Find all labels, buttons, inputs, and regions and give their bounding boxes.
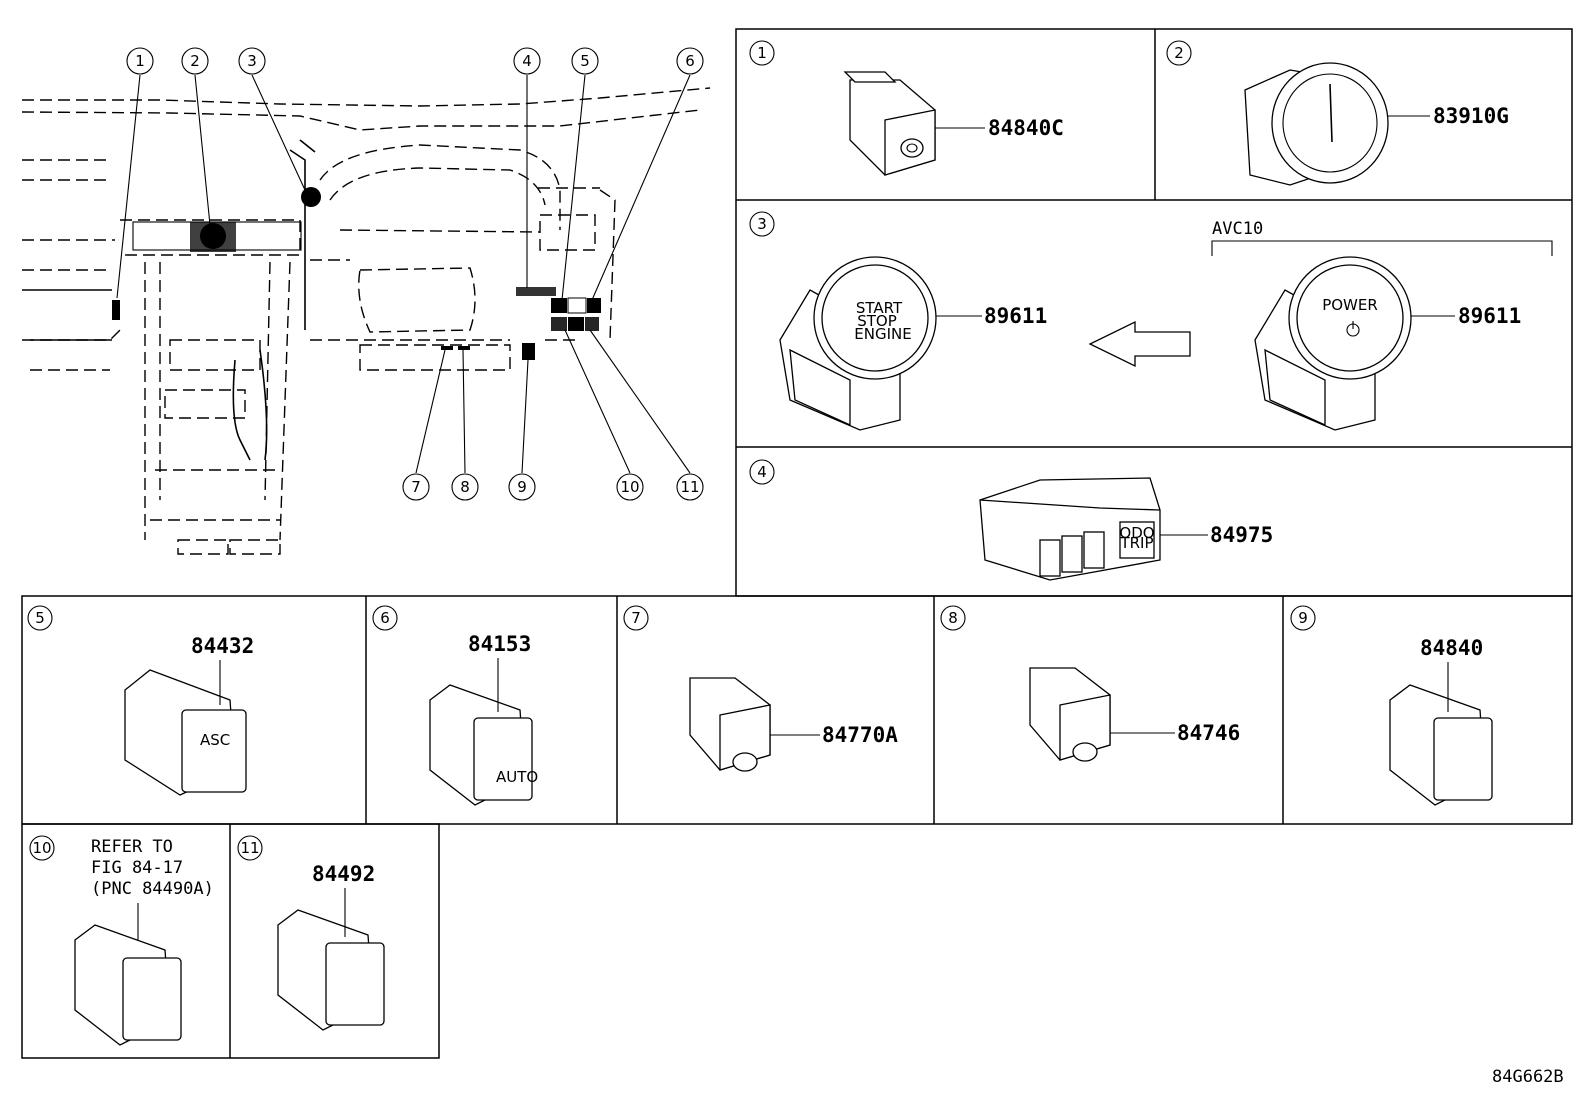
- svg-text:4: 4: [522, 52, 532, 70]
- cell-number-5: 5: [27, 605, 53, 631]
- svg-text:9: 9: [1298, 609, 1308, 627]
- part-89611-start-stop: START STOP ENGINE 89611: [779, 256, 1047, 431]
- svg-text:9: 9: [517, 478, 527, 496]
- part-84746: 84746: [1029, 667, 1240, 762]
- cell-number-11: 11: [237, 835, 263, 861]
- svg-text:(PNC 84490A): (PNC 84490A): [91, 879, 214, 899]
- callout-6: 6: [676, 47, 704, 75]
- part-84975: ODO TRIP 84975: [979, 477, 1273, 581]
- cell-number-4: 4: [749, 459, 775, 485]
- cell-number-6: 6: [372, 605, 398, 631]
- pnc-84153: 84153: [468, 632, 531, 656]
- dashboard-overview: [21, 87, 711, 555]
- svg-text:STOP: STOP: [857, 312, 897, 330]
- svg-text:5: 5: [35, 609, 45, 627]
- svg-text:6: 6: [380, 609, 390, 627]
- cell-number-2: 2: [1166, 40, 1192, 66]
- svg-text:7: 7: [411, 478, 421, 496]
- part-84840: 84840: [1389, 636, 1493, 806]
- svg-text:POWER: POWER: [1322, 296, 1378, 314]
- dashboard-markers: [112, 187, 601, 360]
- part-84432: ASC 84432: [124, 634, 254, 796]
- svg-text:6: 6: [685, 52, 695, 70]
- cell-number-1: 1: [749, 40, 775, 66]
- svg-text:4: 4: [757, 463, 767, 481]
- svg-text:5: 5: [580, 52, 590, 70]
- svg-text:AVC10: AVC10: [1212, 219, 1263, 239]
- pnc-84746: 84746: [1177, 721, 1240, 745]
- svg-text:1: 1: [757, 44, 767, 62]
- callout-leaders: [116, 74, 691, 474]
- callout-7: 7: [402, 473, 430, 501]
- callout-1: 1: [126, 47, 154, 75]
- cell-number-7: 7: [623, 605, 649, 631]
- svg-text:11: 11: [240, 839, 259, 857]
- svg-text:ODO: ODO: [1119, 524, 1154, 542]
- part-84490a-note: REFER TO FIG 84-17 (PNC 84490A): [74, 837, 214, 1046]
- svg-text:ASC: ASC: [200, 731, 230, 749]
- svg-text:START: START: [856, 299, 903, 317]
- pnc-84840: 84840: [1420, 636, 1483, 660]
- pnc-89611-left: 89611: [984, 304, 1047, 328]
- cell-number-circles: 1 2 3 4 5 6 7 8 9 10 11: [27, 40, 1316, 861]
- pnc-84975: 84975: [1210, 523, 1273, 547]
- part-84840c: 84840C: [843, 71, 1064, 176]
- callout-8: 8: [451, 473, 479, 501]
- part-89611-power: POWER 89611: [1254, 256, 1521, 431]
- svg-text:AUTO: AUTO: [496, 768, 538, 786]
- svg-text:11: 11: [680, 478, 699, 496]
- pnc-84840c: 84840C: [988, 116, 1064, 140]
- part-84153: AUTO 84153: [429, 632, 538, 806]
- svg-text:FIG 84-17: FIG 84-17: [91, 858, 183, 878]
- part-83910g: 83910G: [1244, 62, 1509, 186]
- pnc-83910g: 83910G: [1433, 104, 1509, 128]
- svg-text:REFER TO: REFER TO: [91, 837, 173, 857]
- svg-text:8: 8: [948, 609, 958, 627]
- svg-text:TRIP: TRIP: [1119, 534, 1153, 552]
- callout-10: 10: [616, 473, 644, 501]
- callout-3: 3: [238, 47, 266, 75]
- pnc-84770a: 84770A: [822, 723, 898, 747]
- svg-text:7: 7: [631, 609, 641, 627]
- part-84492: 84492: [277, 862, 385, 1031]
- figure-code: 84G662B: [1492, 1067, 1564, 1087]
- svg-text:8: 8: [460, 478, 470, 496]
- svg-text:1: 1: [135, 52, 145, 70]
- grid-lines: [21, 28, 1573, 1059]
- avc10-bracket: AVC10: [1211, 219, 1553, 256]
- part-84770a: 84770A: [689, 677, 898, 772]
- callout-circles: 1 2 3 4 5 6 7 8 9 10 11: [126, 47, 704, 501]
- cell-number-3: 3: [749, 211, 775, 237]
- pnc-84432: 84432: [191, 634, 254, 658]
- svg-text:10: 10: [32, 839, 51, 857]
- left-arrow-icon: [1088, 320, 1191, 368]
- svg-text:ENGINE: ENGINE: [854, 325, 911, 343]
- cell-number-8: 8: [940, 605, 966, 631]
- cell-number-9: 9: [1290, 605, 1316, 631]
- callout-5: 5: [571, 47, 599, 75]
- pnc-84492: 84492: [312, 862, 375, 886]
- callout-9: 9: [508, 473, 536, 501]
- svg-text:10: 10: [620, 478, 639, 496]
- pnc-89611-right: 89611: [1458, 304, 1521, 328]
- callout-4: 4: [513, 47, 541, 75]
- svg-text:3: 3: [757, 215, 767, 233]
- svg-text:3: 3: [247, 52, 257, 70]
- callout-2: 2: [181, 47, 209, 75]
- svg-text:2: 2: [1174, 44, 1184, 62]
- svg-text:2: 2: [190, 52, 200, 70]
- cell-number-10: 10: [29, 835, 55, 861]
- callout-11: 11: [676, 473, 704, 501]
